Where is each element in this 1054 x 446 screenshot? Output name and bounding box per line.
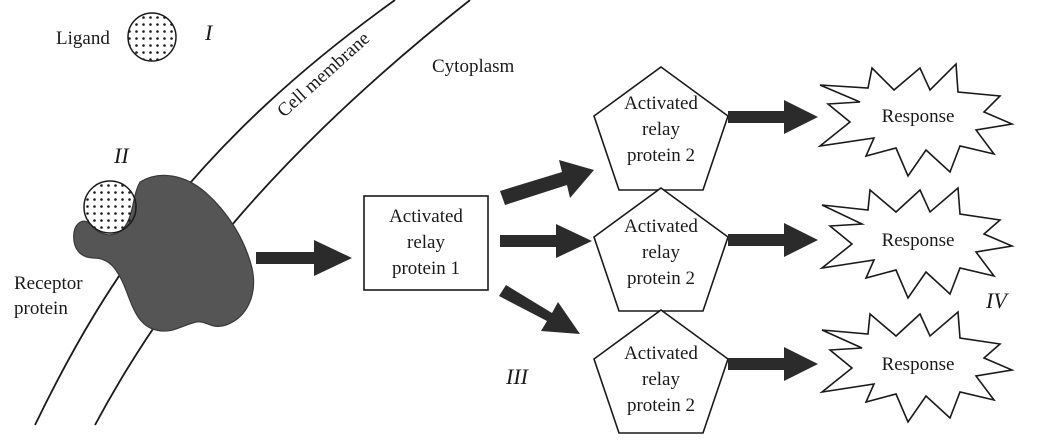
relay-protein-2-middle-line1: Activated: [624, 216, 698, 237]
ligand-bound: [83, 180, 137, 234]
response-burst-middle: [819, 186, 1015, 300]
relay-protein-1-line2: relay: [407, 232, 445, 253]
arrow-relay1-to-relay2-middle: [500, 224, 592, 258]
relay-protein-1-box: [363, 195, 489, 291]
relay-protein-1-line3: protein 1: [392, 258, 460, 279]
relay-protein-2-bottom-line3: protein 2: [627, 395, 695, 416]
response-burst-bottom: [819, 310, 1015, 424]
response-burst-top: [817, 62, 1015, 178]
relay-protein-2-top-line3: protein 2: [627, 145, 695, 166]
stage-marker-IV: IV: [985, 288, 1009, 313]
response-label-top: Response: [882, 106, 955, 127]
relay-protein-2-top-line1: Activated: [624, 93, 698, 114]
stage-marker-III: III: [505, 364, 530, 389]
ligand-free: [127, 12, 177, 62]
receptor-label-line1: Receptor: [14, 273, 83, 294]
receptor-label-line2: protein: [14, 298, 68, 319]
arrow-receptor-to-relay1: [256, 240, 352, 276]
response-label-bottom: Response: [882, 354, 955, 375]
relay-protein-2-bottom-shape: [593, 309, 729, 434]
relay-protein-2-middle-line2: relay: [642, 242, 680, 263]
arrow-relay2-to-response-top: [728, 100, 818, 134]
arrow-relay1-to-relay2-bottom: [499, 285, 580, 334]
stage-marker-II: II: [113, 143, 130, 168]
arrow-relay2-to-response-middle: [728, 223, 818, 257]
cell-membrane-label: Cell membrane: [273, 28, 374, 122]
relay-protein-2-bottom-line2: relay: [642, 369, 680, 390]
relay-protein-2-top-line2: relay: [642, 119, 680, 140]
cytoplasm-label: Cytoplasm: [432, 56, 515, 77]
response-label-middle: Response: [882, 230, 955, 251]
cell-membrane-inner-line: [94, 0, 471, 426]
arrow-relay1-to-relay2-top: [500, 160, 594, 205]
relay-protein-2-bottom-line1: Activated: [624, 343, 698, 364]
relay-protein-1-line1: Activated: [389, 206, 463, 227]
arrow-relay2-to-response-bottom: [728, 347, 818, 381]
ligand-label: Ligand: [56, 28, 110, 49]
stage-marker-I: I: [204, 20, 214, 45]
relay-protein-2-middle-line3: protein 2: [627, 268, 695, 289]
